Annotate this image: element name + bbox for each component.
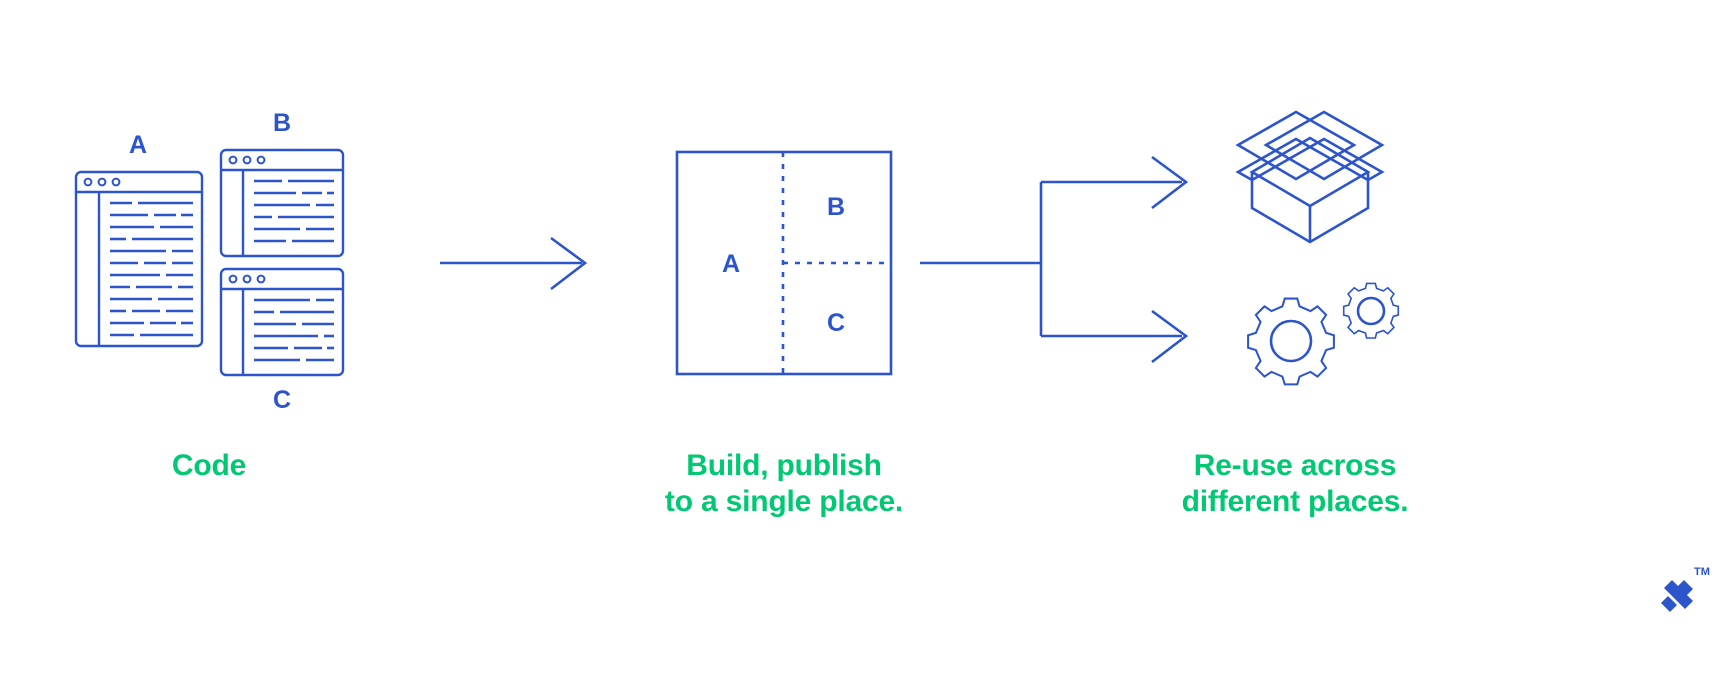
- code-window-b-icon: [219, 148, 345, 258]
- caption-code: Code: [78, 448, 340, 484]
- caption-reuse-line1: Re-use across: [1193, 449, 1397, 482]
- code-module-label-c: C: [272, 386, 292, 414]
- caption-build-line2: to a single place.: [664, 485, 904, 518]
- gears-icon: [1247, 282, 1400, 386]
- open-box-flaps-icon: [1235, 137, 1385, 182]
- arrow-code-to-package-icon: [440, 236, 588, 291]
- code-module-label-a: A: [128, 131, 148, 159]
- package-partition-label-c: C: [826, 309, 846, 337]
- branch-connector-icon: [920, 155, 1189, 364]
- code-window-a-icon: [74, 170, 204, 348]
- package-partition-icon: [675, 150, 893, 376]
- trademark-symbol: TM: [1694, 566, 1710, 578]
- caption-reuse: Re-use across different places.: [1145, 448, 1445, 520]
- caption-build-publish: Build, publish to a single place.: [634, 448, 934, 520]
- caption-reuse-line2: different places.: [1181, 485, 1409, 518]
- caption-code-line1: Code: [171, 449, 247, 482]
- code-module-label-b: B: [272, 109, 292, 137]
- package-partition-label-a: A: [721, 250, 741, 278]
- package-partition-label-b: B: [826, 193, 846, 221]
- toptal-logo-icon: [1661, 580, 1693, 612]
- open-box-icon: [1235, 110, 1385, 244]
- code-window-c-icon: [219, 267, 345, 377]
- caption-build-line1: Build, publish: [686, 449, 882, 482]
